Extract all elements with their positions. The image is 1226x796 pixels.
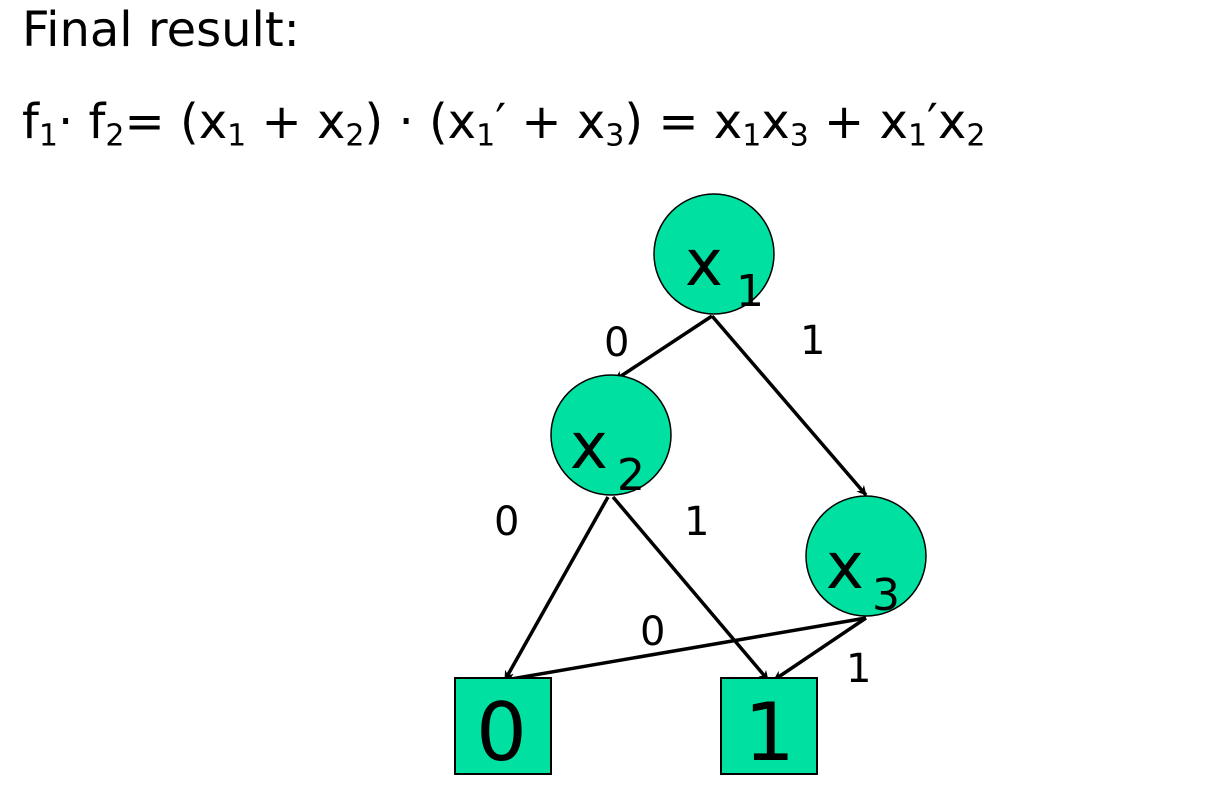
edge-label-x1-x3: 1: [800, 318, 825, 364]
node-x3-circle: [805, 495, 927, 617]
edge-label-x1-x2: 0: [604, 320, 629, 366]
node-x2-var: x: [570, 410, 608, 484]
terminal-1-label: 1: [744, 686, 795, 779]
terminal-0-box: [454, 677, 552, 775]
edge-x2-t0: [503, 496, 610, 681]
formula-segment: ′ + x3: [495, 94, 625, 154]
edge-x3-t1: [773, 616, 867, 682]
node-x2-sub: 2: [617, 450, 645, 501]
formula-segment: x3: [761, 94, 809, 154]
formula-segment: ) · (x1: [364, 94, 496, 154]
formula-segment: · f2: [58, 94, 125, 154]
edge-labels: 0 1 0 1 0 1: [494, 318, 871, 692]
terminal-0-label: 0: [476, 686, 527, 779]
formula-segment: f1: [22, 94, 58, 154]
node-x1-sub: 1: [736, 266, 764, 317]
node-x2: x 2: [550, 374, 672, 501]
formula-segment: ′x2: [927, 94, 986, 154]
edge-x3-t0: [504, 616, 867, 684]
formula-segment: + x1: [808, 94, 928, 154]
edge-label-x2-t0: 0: [494, 499, 519, 545]
node-x2-circle: [550, 374, 672, 496]
node-x3: x 3: [805, 495, 927, 621]
node-x3-var: x: [826, 530, 864, 604]
edge-x2-t1: [611, 495, 770, 682]
edges: [503, 314, 868, 684]
terminal-1-box: [720, 677, 818, 775]
formula: f1· f2= (x1 + x2) · (x1′ + x3) = x1x3 + …: [22, 94, 985, 152]
formula-segment: = (x1: [124, 94, 247, 154]
node-x1-var: x: [685, 227, 723, 301]
node-x3-sub: 3: [872, 570, 900, 621]
terminal-1: 1: [720, 677, 818, 779]
formula-segment: ) = x1: [624, 94, 762, 154]
edge-x1-x3: [710, 314, 868, 497]
formula-segment: + x2: [246, 94, 365, 154]
edge-x1-x2: [614, 314, 713, 382]
node-x1: x 1: [653, 193, 775, 317]
node-x1-circle: [653, 193, 775, 315]
slide-title: Final result:: [22, 2, 300, 58]
edge-label-x3-t1: 1: [846, 646, 871, 692]
edge-label-x2-t1: 1: [684, 499, 709, 545]
edge-label-x3-t0: 0: [640, 609, 665, 655]
terminal-0: 0: [454, 677, 552, 779]
